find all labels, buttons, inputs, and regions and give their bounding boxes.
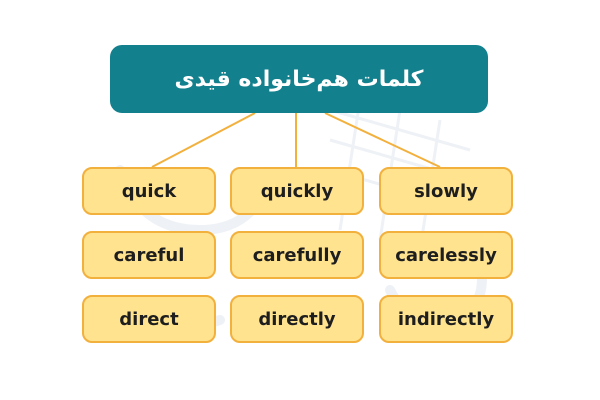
- word-label: carelessly: [395, 244, 497, 266]
- connector-left: [151, 112, 256, 168]
- word-label: slowly: [414, 180, 478, 202]
- word-box-quick: quick: [82, 167, 216, 215]
- word-box-quickly: quickly: [230, 167, 364, 215]
- word-label: quick: [121, 180, 177, 202]
- title-text: کلمات هم‌خانواده قیدی: [174, 66, 424, 92]
- word-box-careful: careful: [82, 231, 216, 279]
- word-label: carefully: [252, 244, 342, 266]
- word-label: indirectly: [397, 308, 495, 330]
- word-label: careful: [113, 244, 185, 266]
- word-box-indirectly: indirectly: [379, 295, 513, 343]
- word-label: directly: [258, 308, 336, 330]
- word-box-directly: directly: [230, 295, 364, 343]
- word-box-carelessly: carelessly: [379, 231, 513, 279]
- word-label: quickly: [260, 180, 334, 202]
- word-label: direct: [119, 308, 179, 330]
- word-box-slowly: slowly: [379, 167, 513, 215]
- word-box-carefully: carefully: [230, 231, 364, 279]
- connector-right: [324, 112, 441, 168]
- title-box: کلمات هم‌خانواده قیدی: [110, 45, 488, 113]
- word-box-direct: direct: [82, 295, 216, 343]
